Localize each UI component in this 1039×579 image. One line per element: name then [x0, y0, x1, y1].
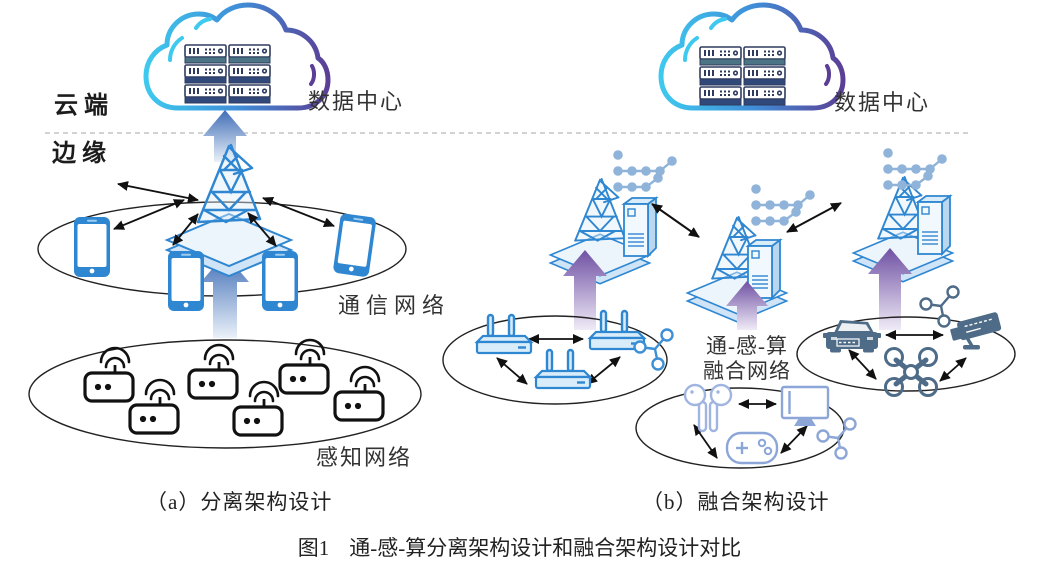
edge-server-icon	[917, 195, 951, 255]
iot-sensor-icon	[232, 380, 284, 437]
smartphone-icon	[332, 213, 377, 278]
iot-sensor-icon	[187, 343, 239, 400]
figure-title: 通-感-算分离架构设计和融合架构设计对比	[349, 536, 742, 560]
panel-a-cloud-datacenter	[146, 5, 328, 108]
purple-up-arrows	[563, 248, 912, 330]
router-icons	[475, 309, 646, 390]
smartphone-icon	[168, 251, 204, 311]
up-arrow-vehicles-to-station	[868, 248, 912, 330]
datacenter-label-a: 数据中心	[308, 89, 405, 114]
panel-b-cloud-datacenter	[661, 5, 843, 108]
fused-network-label-line2: 融合网络	[703, 359, 791, 383]
iot-sensor-icons	[83, 338, 385, 437]
iot-sensor-icon	[278, 338, 330, 395]
cctv-camera-icon	[946, 309, 1004, 352]
comm-network-label: 通信网络	[338, 293, 451, 318]
panel-b-caption: （b）融合架构设计	[642, 490, 830, 514]
sensing-network-label: 感知网络	[316, 445, 413, 470]
up-arrow-tower-to-cloud	[203, 110, 247, 162]
inter-station-arrows	[651, 202, 842, 238]
consumer-link-arrows	[693, 399, 808, 459]
up-arrow-sensing-to-tower	[201, 254, 249, 338]
sensing-network-ellipse	[28, 339, 422, 449]
region-label-cloud: 云端	[54, 93, 114, 119]
monitor-icon	[780, 385, 830, 428]
smartphone-icon	[262, 251, 298, 311]
panel-a-caption: （a）分离架构设计	[146, 490, 333, 514]
comm-link-arrows	[113, 181, 335, 247]
iot-sensor-icon	[333, 365, 385, 422]
figure-number: 图1	[297, 536, 330, 560]
region-label-edge: 边缘	[52, 141, 112, 167]
vehicle-link-arrows	[848, 330, 967, 382]
datacenter-label-b: 数据中心	[834, 90, 931, 115]
data-dots-icon	[612, 148, 678, 194]
smartphone-icon	[74, 217, 110, 277]
iot-sensor-icon	[128, 378, 180, 435]
fused-network-label-line1: 通-感-算	[706, 334, 788, 358]
data-dots-icon	[882, 146, 948, 192]
vehicle-subnet-ellipse	[796, 316, 1016, 392]
router-subnet-ellipse	[442, 315, 668, 405]
iot-sensor-icon	[83, 346, 135, 403]
data-dots-icon	[750, 182, 816, 228]
earbuds-icon	[683, 383, 733, 433]
up-arrow-routers-to-station	[563, 250, 607, 330]
gamepad-icon	[725, 431, 779, 465]
up-arrow-devices-to-station	[726, 281, 768, 330]
router-icon	[534, 348, 592, 390]
drone-icon	[886, 349, 937, 396]
router-link-arrows	[496, 334, 621, 385]
consumer-subnet-ellipse	[635, 387, 845, 469]
figure-caption: 图1 通-感-算分离架构设计和融合架构设计对比	[0, 532, 1039, 562]
car-icon	[822, 319, 882, 354]
edge-server-icon	[623, 197, 657, 257]
